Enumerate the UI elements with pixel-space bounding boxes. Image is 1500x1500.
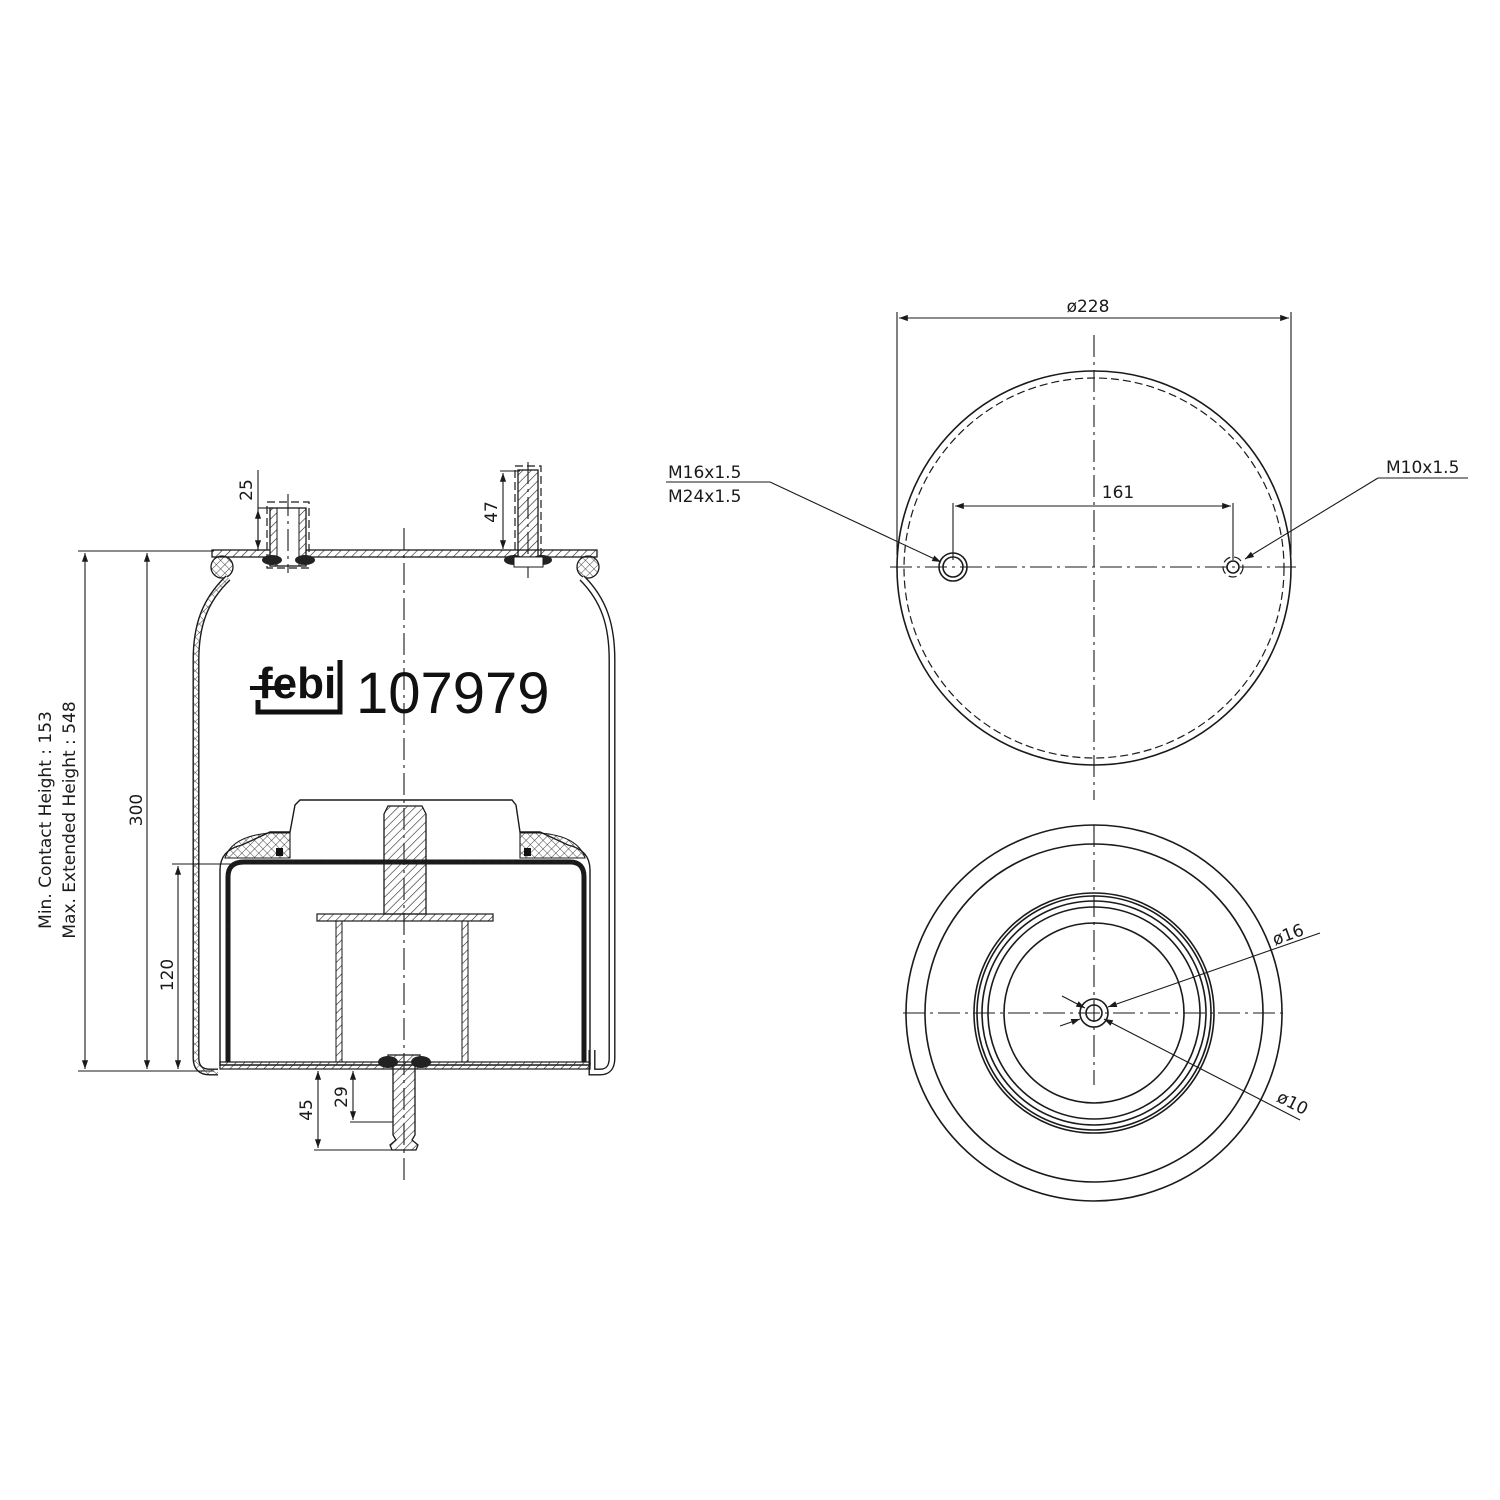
- left-thread-label-2: M24x1.5: [668, 487, 741, 507]
- right-crimp-bead: [576, 555, 600, 579]
- top-plate: [211, 549, 598, 558]
- right-port-hole: [1222, 556, 1244, 578]
- diameter-16-leader: [1107, 932, 1321, 1008]
- svg-text:ø10: ø10: [1273, 1087, 1311, 1119]
- right-thread-label: M10x1.5: [1386, 458, 1459, 478]
- bottom-stud: [387, 1054, 421, 1151]
- bottom-view: ø16 ø10: [903, 824, 1321, 1202]
- febi-logo: febi: [250, 659, 343, 715]
- top-view: ø228 161 M16x1.5 M24x1.5 M10x1.5: [666, 297, 1468, 800]
- part-number: 107979: [356, 661, 550, 726]
- svg-text:ø228: ø228: [1067, 297, 1110, 317]
- bellows-left-wall: [192, 575, 231, 1076]
- svg-text:45: 45: [297, 1099, 317, 1121]
- side-view: febi 107979: [36, 462, 616, 1185]
- right-thread-leader: [1244, 477, 1379, 560]
- max-extended-height-note: Max. Extended Height : 548: [60, 701, 80, 938]
- svg-text:161: 161: [1102, 483, 1134, 503]
- center-post: [383, 805, 427, 915]
- svg-text:29: 29: [332, 1086, 352, 1108]
- svg-text:ø16: ø16: [1270, 920, 1307, 950]
- side-dimensions: 300 120 Min. Contact Height : 153 Max. E…: [36, 470, 520, 1151]
- svg-text:120: 120: [158, 959, 178, 991]
- svg-text:300: 300: [127, 794, 147, 826]
- piston: [219, 799, 591, 1151]
- top-nut-phantom: [266, 501, 310, 569]
- min-contact-height-note: Min. Contact Height : 153: [36, 711, 56, 929]
- left-thread-label-1: M16x1.5: [668, 463, 741, 483]
- diameter-10-leader: [1103, 1018, 1301, 1121]
- svg-text:febi: febi: [258, 659, 336, 708]
- left-thread-leader: [769, 481, 942, 563]
- left-crimp-bead: [210, 555, 234, 579]
- svg-text:25: 25: [237, 479, 257, 501]
- svg-text:47: 47: [482, 501, 502, 523]
